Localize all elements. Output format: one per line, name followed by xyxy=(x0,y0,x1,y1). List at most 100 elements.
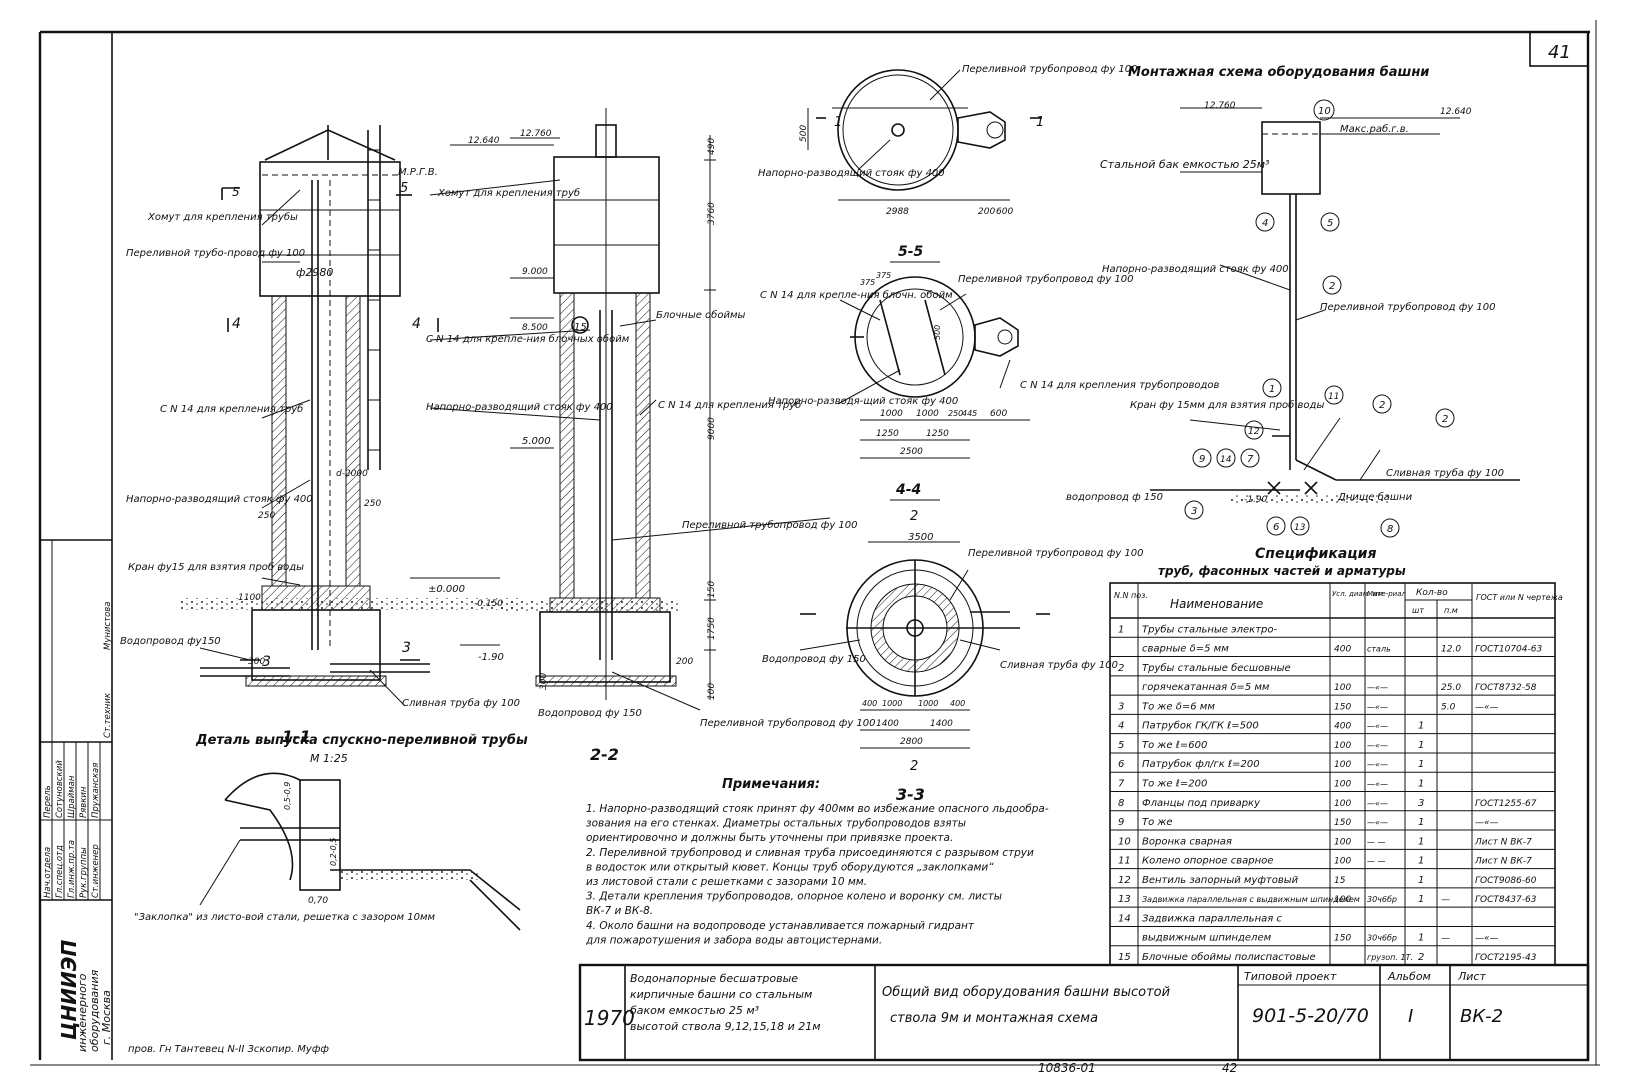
staff-role: Гл.спец.отд xyxy=(55,845,65,898)
montage-labels: Монтажная схема оборудования башни 12.76… xyxy=(1066,65,1504,505)
section-2-2-drawing xyxy=(396,108,831,711)
spec-cell-mat: 30ч6бр xyxy=(1367,934,1397,943)
spec-cell-sht: 1 xyxy=(1418,894,1424,905)
spec-cell-sht: 1 xyxy=(1418,779,1424,790)
mrgv-label: М.Р.Г.В. xyxy=(398,167,438,178)
spec-cell-name: сварные δ=5 мм xyxy=(1142,644,1229,655)
section-3-3-title: 3-3 xyxy=(896,785,925,804)
pos-bubble: 11 xyxy=(1328,392,1339,402)
s44-1400b: 1400 xyxy=(930,719,953,729)
spec-cell-n: 9 xyxy=(1118,817,1124,828)
spec-cell-gost: ГОСТ1255-67 xyxy=(1475,799,1537,809)
spec-h-sht: шт xyxy=(1412,606,1424,615)
section-1-1-labels: 5 4 3 Хомут для крепления трубы Переливн… xyxy=(120,185,520,746)
org-line2: оборудования xyxy=(88,969,101,1052)
s44-mark2b: 2 xyxy=(910,759,918,774)
tb-sheet-title1: Общий вид оборудования башни высотой xyxy=(882,985,1170,1000)
staff-name: Перель xyxy=(43,785,53,818)
s44-dim-0: 400 xyxy=(862,699,877,708)
spec-h-nn: N.N поз. xyxy=(1114,591,1148,600)
spec-cell-mat: — — xyxy=(1367,837,1386,846)
pos-bubble: 7 xyxy=(1247,454,1254,465)
spec-h-mat: Мате-риал xyxy=(1367,590,1407,598)
spec-cell-name: Блочные обоймы полиспастовые xyxy=(1142,951,1316,963)
dim490: 490 xyxy=(707,138,717,155)
mark-5-2: 5 xyxy=(400,181,408,196)
tb-year: 1970 xyxy=(584,1006,635,1030)
pos-bubble: 1 xyxy=(1269,384,1275,395)
spec-cell-sht: 2 xyxy=(1418,952,1424,963)
dim9000: 9000 xyxy=(707,417,717,440)
spec-cell-pm: — xyxy=(1441,934,1450,944)
pos-bubble: 6 xyxy=(1273,522,1279,533)
spec-cell-dia: 100 xyxy=(1334,895,1351,905)
sheet-misc: 41 пров. Гн Тантевец N-II Зскопир. Муфф … xyxy=(43,42,1571,1075)
vodoprovod-label-1: Водопровод фу150 xyxy=(120,636,221,647)
spec-cell-dia: 15 xyxy=(1334,876,1346,886)
spec-cell-n: 10 xyxy=(1118,836,1131,847)
spec-h-kol: Кол-во xyxy=(1416,588,1448,598)
n300-label: 300 xyxy=(248,657,265,667)
spec-cell-dia: 100 xyxy=(1334,780,1351,790)
montage-vodoprovod: водопровод ф 150 xyxy=(1066,492,1163,503)
tb-album-label: Альбом xyxy=(1387,970,1431,983)
n250-b: 250 xyxy=(364,499,381,509)
detail-scale: М 1:25 xyxy=(310,752,348,765)
pos-bubble: 4 xyxy=(1262,218,1268,229)
s55-1250b: 1250 xyxy=(926,429,949,439)
s44-3500: 3500 xyxy=(908,532,933,543)
tb-pn3: баком емкостью 25 м³ xyxy=(630,1004,760,1017)
tb-tp-value: 901-5-20/70 xyxy=(1252,1005,1369,1027)
s55-dim-6: 445 xyxy=(962,409,977,418)
spec-cell-sht: 1 xyxy=(1418,759,1424,770)
section-4-4-labels: 4-4 2 3500 Переливной трубопровод фу 100… xyxy=(762,482,1144,804)
staff-role: Гл.инж.пр.та xyxy=(67,840,77,898)
staff-name: Шрайман xyxy=(67,775,77,818)
spec-h-gost: ГОСТ или N чертежа xyxy=(1476,593,1563,602)
s55-dim-1: 375 xyxy=(876,271,891,280)
spec-cell-n: 12 xyxy=(1118,875,1131,886)
note-line: из листовой стали с решетками с зазорами… xyxy=(586,876,867,888)
dim200: 200 xyxy=(676,657,693,667)
tb-pn1: Водонапорные бесшатровые xyxy=(630,972,798,985)
slivnaya-label-1: Сливная труба фу 100 xyxy=(402,697,520,709)
kran-label-1: Кран фу15 для взятия проб воды xyxy=(128,561,304,573)
section-2-2-title: 2-2 xyxy=(590,745,619,764)
tb-list-value: ВК-2 xyxy=(1460,1006,1503,1027)
pos-bubble: 5 xyxy=(1327,218,1333,229)
montage-slivnaya: Сливная труба фу 100 xyxy=(1386,467,1504,479)
h0000: ±0.000 xyxy=(428,584,465,595)
h190: -1.90 xyxy=(478,652,504,663)
montage-title: Монтажная схема оборудования башни xyxy=(1128,65,1429,80)
note-line: зования на его стенках. Диаметры остальн… xyxy=(586,818,966,830)
spec-cell-dia: 100 xyxy=(1334,799,1351,809)
spec-cell-dia: 150 xyxy=(1334,702,1351,712)
spec-cell-gost: —«— xyxy=(1475,934,1499,944)
notes-title: Примечания: xyxy=(722,777,820,792)
spec-cell-mat: —«— xyxy=(1367,818,1388,827)
s44-vodoprovod: Водопровод фу 150 xyxy=(762,654,866,665)
detail-dim-07: 0,70 xyxy=(308,896,328,906)
spec-cell-name: То же xyxy=(1142,817,1173,828)
s55-cn14tr: С N 14 для крепления трубопроводов xyxy=(1020,379,1220,391)
spec-cell-dia: 400 xyxy=(1334,722,1351,732)
top-mark1b: 1 xyxy=(1036,115,1044,130)
h12640: 12.640 xyxy=(468,136,500,146)
note-line: 1. Напорно-разводящий стояк принят фу 40… xyxy=(586,803,1049,815)
spec-cell-n: 6 xyxy=(1118,759,1124,770)
spec-cell-pm: 12.0 xyxy=(1441,645,1461,655)
section-1-1-drawing xyxy=(180,125,520,707)
mark-4-1: 4 xyxy=(232,316,241,332)
cn14trub-label: С N 14 для крепления труб xyxy=(658,399,801,411)
dim1750: 1750 xyxy=(707,617,717,640)
tb-pn4: высотой ствола 9,12,15,18 и 21м xyxy=(630,1020,821,1033)
spec-cell-sht: 1 xyxy=(1418,875,1424,886)
pos-bubble: 8 xyxy=(1387,524,1393,535)
spec-title: Спецификация xyxy=(1255,546,1376,562)
spec-cell-n: 2 xyxy=(1118,663,1124,674)
